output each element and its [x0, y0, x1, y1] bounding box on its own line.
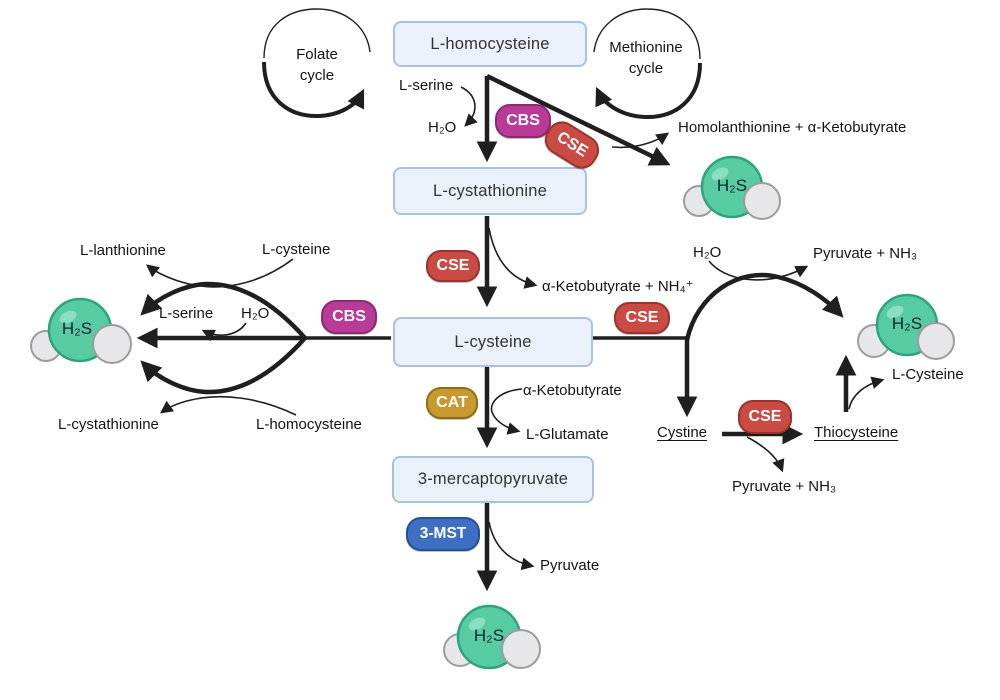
label-thiocysteine: Thiocysteine [814, 424, 899, 441]
arrow-to-l-cysteine-right [848, 376, 885, 410]
water-ball-icon [917, 322, 955, 360]
label-pyruvate-bottom: Pyruvate [540, 557, 600, 574]
label-l-homocysteine-left: L-homocysteine [256, 416, 362, 433]
arrow-left-top-curve-to-h2s [140, 281, 307, 340]
label-cystine: Cystine [657, 424, 708, 441]
label-l-serine-left: L-serine [159, 305, 214, 322]
arrow-water-to-serine-left [201, 322, 247, 342]
arrow-left-bottom-curve-to-h2s [140, 336, 307, 395]
byproduct-arrows [145, 86, 885, 571]
label-ketobutyrate-mid: α-Ketobutyrate [523, 382, 622, 399]
arrow-to-pyruvate-bottom [488, 521, 535, 571]
arrow-to-pyruvate-nh3-bottom [746, 436, 785, 473]
arrow-homocysteine-to-cystathionine-left [159, 395, 297, 416]
enzyme-badge-cse-mid: CSE [426, 250, 480, 282]
label-l-cysteine-right: L-Cysteine [892, 366, 964, 383]
enzyme-badge-cbs-left: CBS [321, 300, 377, 334]
methionine-cycle-label: Methionine cycle [609, 39, 683, 77]
h2s-label-bottom: H₂S [473, 626, 505, 645]
enzyme-badge-cse-right: CSE [614, 302, 670, 334]
label-l-glutamate: L-Glutamate [526, 426, 609, 443]
folate-cycle-thin-arc [263, 8, 371, 59]
methionine-cycle-arrow-arc [595, 62, 702, 120]
methionine-cycle-thin-arc [593, 8, 701, 60]
label-pyruvate-nh3-right: Pyruvate + NH₃ [813, 245, 918, 262]
enzyme-badge-3-mst: 3-MST [406, 517, 480, 551]
label-h2o-top: H₂O [428, 119, 457, 136]
h2s-molecule-bottom [443, 604, 541, 670]
box-l-cysteine: L-cysteine [393, 317, 593, 367]
box-3-mercaptopyruvate: 3-mercaptopyruvate [392, 456, 594, 503]
ball-shine [711, 167, 729, 181]
label-h2o-left: H₂O [241, 305, 270, 322]
h2s-label-left: H₂S [61, 319, 93, 338]
folate-cycle-label: Folate cycle [296, 46, 338, 84]
enzyme-badge-cbs-top: CBS [495, 104, 551, 138]
ball-shine [468, 617, 486, 631]
water-ball-icon [743, 182, 781, 220]
label-l-serine-top: L-serine [399, 77, 454, 94]
label-pyruvate-nh3-bottom: Pyruvate + NH₃ [732, 478, 837, 495]
arrow-cysteine-to-lanthionine-left [145, 258, 294, 288]
label-ketobutyrate-nh4: α-Ketobutyrate + NH₄⁺ [542, 278, 694, 295]
label-l-cysteine-left: L-cysteine [262, 241, 331, 258]
h2s-label-top-right: H₂S [716, 176, 748, 195]
arrow-serine-to-water-top [460, 86, 478, 127]
enzyme-badge-cat: CAT [426, 387, 478, 419]
label-l-lanthionine: L-lanthionine [80, 242, 166, 259]
h2s-label-right: H₂S [891, 314, 923, 333]
arrow-water-to-pyruvate-right [708, 260, 809, 281]
arrow-to-ketobutyrate-nh4 [488, 227, 538, 289]
label-h2o-right: H₂O [693, 244, 722, 261]
enzyme-badge-cse-cystine: CSE [738, 400, 792, 434]
box-l-cystathionine: L-cystathionine [393, 167, 587, 215]
box-l-homocysteine: L-homocysteine [393, 21, 587, 67]
main-reaction-arrows [136, 73, 857, 592]
arrow-to-homolanthionine [611, 132, 670, 149]
h2s-molecule-left [30, 297, 132, 364]
ball-shine [886, 305, 904, 319]
folate-cycle-arrow-arc [262, 61, 365, 119]
water-ball-icon [501, 629, 541, 669]
h2s-molecule-top-right [683, 155, 781, 220]
arrow-cysteine-arc-to-h2s-right [684, 272, 844, 341]
arrow-ketobutyrate-to-glutamate [490, 388, 523, 435]
cycle-circles [262, 8, 702, 120]
water-ball-icon [92, 324, 132, 364]
ball-shine [59, 310, 77, 324]
h2s-molecule-right [857, 293, 955, 360]
label-homolanthionine: Homolanthionine + α-Ketobutyrate [678, 119, 907, 136]
arrow-homocysteine-to-h2s-diagonal [486, 73, 671, 166]
label-l-cystathionine-left: L-cystathionine [58, 416, 159, 433]
